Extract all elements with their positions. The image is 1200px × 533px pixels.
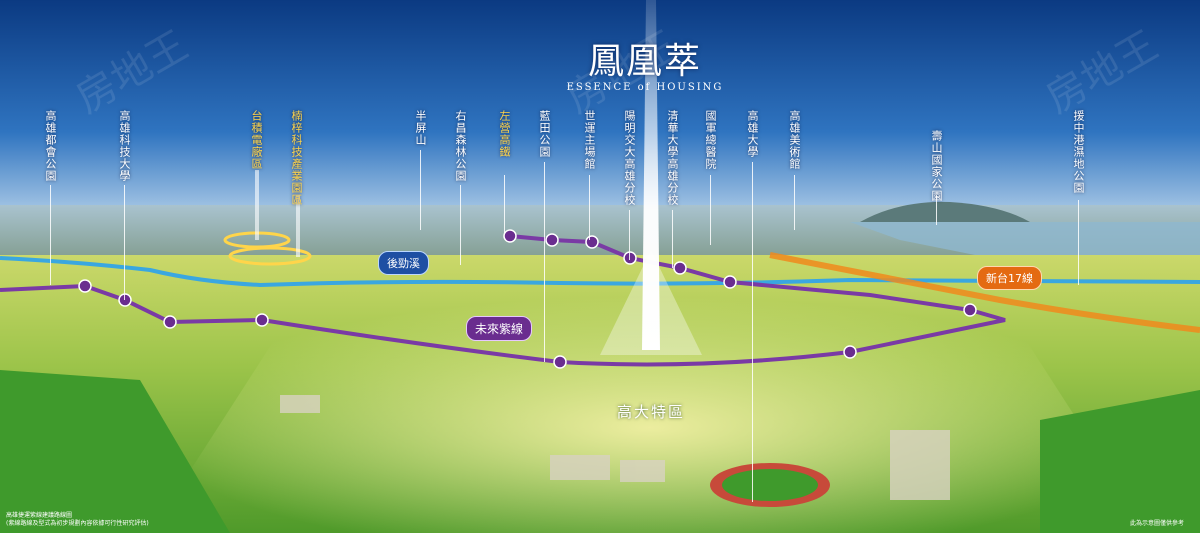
metro-station xyxy=(673,261,687,275)
metro-station xyxy=(553,355,567,369)
leader-line xyxy=(752,162,753,502)
tech-park-beam xyxy=(296,195,300,257)
landmark-label: 右昌森林公園 xyxy=(454,110,467,182)
metro-stations xyxy=(78,229,977,369)
landmark-label: 高雄科技大學 xyxy=(118,110,131,182)
building xyxy=(280,395,320,413)
project-title-sub: ESSENCE of HOUSING xyxy=(566,82,724,93)
river-callout: 後勁溪 xyxy=(378,251,429,275)
landmark-label: 國軍總醫院 xyxy=(704,110,717,170)
building xyxy=(890,430,950,500)
landmark-label: 清華大學高雄分校 xyxy=(666,110,679,206)
leader-line xyxy=(50,185,51,285)
site-beam xyxy=(642,0,660,350)
leader-line xyxy=(589,175,590,240)
disclaimer-note: 此為示意圖僅供參考 xyxy=(1130,520,1185,527)
metro-station xyxy=(163,315,177,329)
shoushan-mountain xyxy=(860,201,1030,222)
metro-station xyxy=(545,233,559,247)
landmark-label: 楠梓科技產業園區 xyxy=(290,110,303,206)
metro-line-callout: 未來紫線 xyxy=(466,316,533,341)
leader-line xyxy=(629,210,630,260)
metro-station xyxy=(963,303,977,317)
landmark-label: 高雄美術館 xyxy=(788,110,801,170)
tsmc-beam xyxy=(255,170,259,240)
leader-line xyxy=(504,175,505,233)
metro-station xyxy=(118,293,132,307)
building xyxy=(620,460,665,482)
landmark-label: 高雄大學 xyxy=(746,110,759,158)
stadium-grass xyxy=(722,469,818,501)
project-title: 鳳凰萃 ESSENCE of HOUSING xyxy=(565,32,725,93)
landmark-label: 陽明交大高雄分校 xyxy=(623,110,636,206)
metro-station xyxy=(503,229,517,243)
river xyxy=(0,256,1200,288)
building xyxy=(550,455,610,480)
leader-line xyxy=(936,195,937,225)
metro-station xyxy=(255,313,269,327)
landmark-label: 援中港濕地公園 xyxy=(1072,110,1085,194)
campus-buildings xyxy=(280,395,950,500)
sky xyxy=(0,0,1200,240)
metro-station xyxy=(723,275,737,289)
leader-line xyxy=(1078,200,1079,285)
leader-line xyxy=(124,185,125,300)
leader-line xyxy=(420,150,421,230)
leader-line xyxy=(672,210,673,268)
site-beam-flare xyxy=(600,250,702,355)
right-farmland xyxy=(1040,390,1200,533)
highway xyxy=(769,252,1200,333)
leader-line xyxy=(460,185,461,265)
landmark-label: 世運主場館 xyxy=(583,110,596,170)
landmark-label: 左營高鐵 xyxy=(498,110,511,158)
landmark-label: 高雄都會公園 xyxy=(44,110,57,182)
metro-station xyxy=(843,345,857,359)
metro-station xyxy=(585,235,599,249)
landmark-label: 藍田公園 xyxy=(538,110,551,158)
metro-station xyxy=(78,279,92,293)
tech-park-ring xyxy=(228,246,312,266)
leader-line xyxy=(544,162,545,362)
landmark-label: 台積電廠區 xyxy=(250,110,263,170)
route-note-line: (紫線路線及型式為初步規劃內容依據可行性研究評估) xyxy=(6,520,149,527)
highway-callout: 新台17線 xyxy=(977,266,1042,290)
metro-station xyxy=(623,251,637,265)
leader-line xyxy=(710,175,711,245)
left-farmland xyxy=(0,370,230,533)
landmark-label: 半屏山 xyxy=(414,110,427,146)
route-note: 高雄捷運紫線建議路線圖 (紫線路線及型式為初步規劃內容依據可行性研究評估) xyxy=(6,512,149,528)
leader-line xyxy=(794,175,795,230)
district-label: 高大特區 xyxy=(617,403,686,421)
landmark-label: 壽山國家公園 xyxy=(930,130,943,202)
metro-purple-line xyxy=(0,234,1006,367)
route-note-line: 高雄捷運紫線建議路線圖 xyxy=(6,512,73,519)
project-title-main: 鳳凰萃 xyxy=(587,41,702,82)
